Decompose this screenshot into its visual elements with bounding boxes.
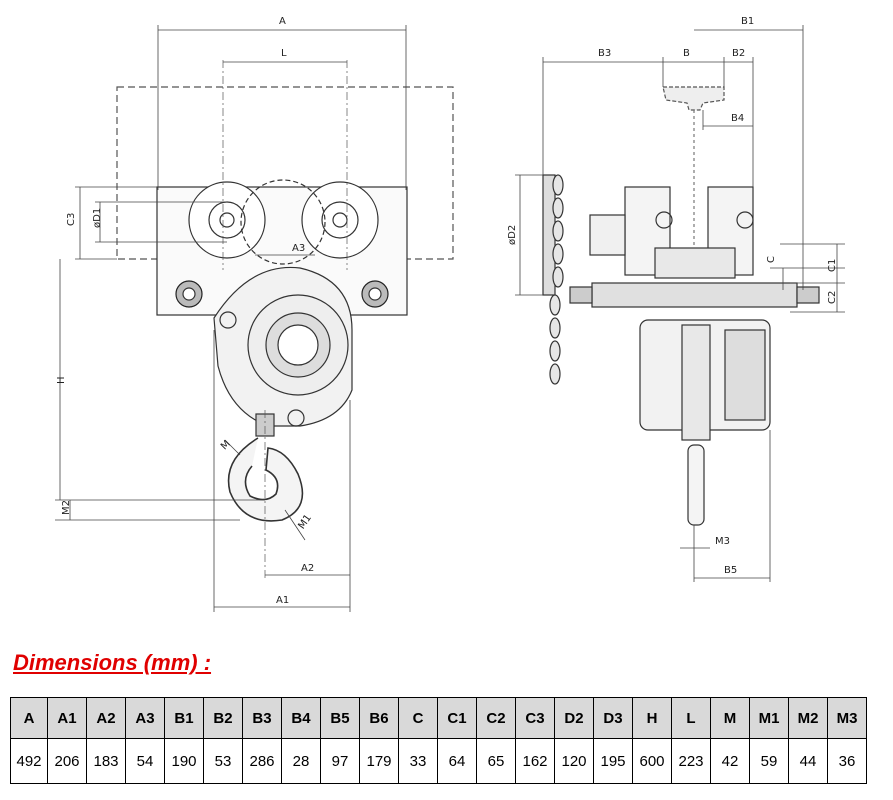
label-L: L xyxy=(281,48,287,59)
label-M2: M2 xyxy=(61,500,72,515)
header-M: M xyxy=(710,697,750,739)
gear-center xyxy=(240,179,326,265)
value-A3: 54 xyxy=(125,738,165,784)
value-A1: 206 xyxy=(47,738,87,784)
header-C3: C3 xyxy=(515,697,555,739)
header-M2: M2 xyxy=(788,697,828,739)
value-B6: 179 xyxy=(359,738,399,784)
header-B5: B5 xyxy=(320,697,360,739)
value-M2: 44 xyxy=(788,738,828,784)
header-A: A xyxy=(10,697,48,739)
header-M1: M1 xyxy=(749,697,789,739)
label-B1: B1 xyxy=(741,16,754,27)
dimensions-table: A A1 A2 A3 B1 B2 B3 B4 B5 B6 C C1 C2 C3 … xyxy=(10,697,867,784)
header-A2: A2 xyxy=(86,697,126,739)
value-C3: 162 xyxy=(515,738,555,784)
value-H: 600 xyxy=(632,738,672,784)
header-D2: D2 xyxy=(554,697,594,739)
header-M3: M3 xyxy=(827,697,867,739)
value-C: 33 xyxy=(398,738,438,784)
label-B2: B2 xyxy=(732,48,745,59)
label-B5: B5 xyxy=(724,565,737,576)
label-C2: C2 xyxy=(827,291,838,304)
wheel-right xyxy=(301,181,379,259)
header-A3: A3 xyxy=(125,697,165,739)
value-D2: 120 xyxy=(554,738,594,784)
hook-side xyxy=(687,444,705,526)
value-A2: 183 xyxy=(86,738,126,784)
side-view-labels: B1 B3 B B2 B4 øD2 C C1 C2 M3 B5 xyxy=(507,16,838,576)
header-D3: D3 xyxy=(593,697,633,739)
header-B3: B3 xyxy=(242,697,282,739)
table-header-row: A A1 A2 A3 B1 B2 B3 B4 B5 B6 C C1 C2 C3 … xyxy=(10,697,867,739)
side-view xyxy=(515,25,845,582)
header-B4: B4 xyxy=(281,697,321,739)
value-B1: 190 xyxy=(164,738,204,784)
header-C2: C2 xyxy=(476,697,516,739)
dimensions-title: Dimensions (mm) : xyxy=(13,650,212,675)
beam-section xyxy=(662,86,725,111)
value-L: 223 xyxy=(671,738,711,784)
header-C: C xyxy=(398,697,438,739)
label-M3: M3 xyxy=(715,536,730,547)
value-A: 492 xyxy=(10,738,48,784)
header-B6: B6 xyxy=(359,697,399,739)
value-M: 42 xyxy=(710,738,750,784)
value-M3: 36 xyxy=(827,738,867,784)
value-B5: 97 xyxy=(320,738,360,784)
label-C: C xyxy=(766,256,777,263)
label-B3: B3 xyxy=(598,48,611,59)
front-view xyxy=(55,25,454,612)
label-B: B xyxy=(683,48,690,59)
value-D3: 195 xyxy=(593,738,633,784)
label-C1: C1 xyxy=(827,259,838,272)
label-A1: A1 xyxy=(276,595,289,606)
value-B3: 286 xyxy=(242,738,282,784)
label-H: H xyxy=(56,376,67,384)
header-B1: B1 xyxy=(164,697,204,739)
label-A3: A3 xyxy=(292,243,305,254)
label-D2: øD2 xyxy=(507,225,518,245)
header-H: H xyxy=(632,697,672,739)
value-B4: 28 xyxy=(281,738,321,784)
header-B2: B2 xyxy=(203,697,243,739)
label-A2: A2 xyxy=(301,563,314,574)
value-M1: 59 xyxy=(749,738,789,784)
header-L: L xyxy=(671,697,711,739)
chain-links xyxy=(549,174,564,385)
hook xyxy=(227,437,304,522)
label-A: A xyxy=(279,16,286,27)
table-row: 492 206 183 54 190 53 286 28 97 179 33 6… xyxy=(10,738,867,784)
header-C1: C1 xyxy=(437,697,477,739)
header-A1: A1 xyxy=(47,697,87,739)
technical-drawing: A L C3 øD1 A3 H M M1 M2 A2 A1 xyxy=(55,16,845,612)
value-C2: 65 xyxy=(476,738,516,784)
axle xyxy=(591,282,798,308)
label-C3: C3 xyxy=(66,213,77,226)
value-B2: 53 xyxy=(203,738,243,784)
label-D1: øD1 xyxy=(92,208,103,228)
wheel-left xyxy=(188,181,266,259)
label-M: M xyxy=(219,438,233,452)
value-C1: 64 xyxy=(437,738,477,784)
label-B4: B4 xyxy=(731,113,744,124)
label-M1: M1 xyxy=(296,513,314,532)
